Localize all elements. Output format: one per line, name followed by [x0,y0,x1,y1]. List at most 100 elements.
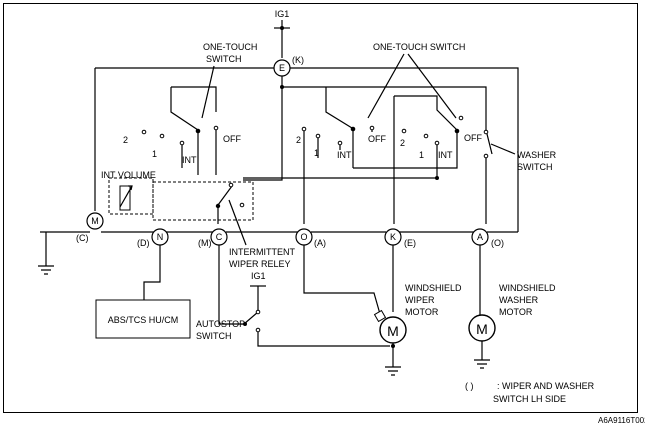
left-contact-int [179,140,185,146]
figure-code: A6A9116T002 [598,416,645,425]
washer-switch-pointer [490,143,516,155]
autostop-contact-bottom [255,327,261,333]
right-onetouch-pointers [367,53,457,119]
left-switch-drops [181,130,217,175]
intermittent-label-2: WIPER RELEY [229,259,291,269]
terminal-e-label: E [279,63,285,73]
pin-c-label: (M) [198,238,212,248]
pin-k-label: (E) [404,238,416,248]
terminal-k-label: K [390,232,396,242]
wiper-motor-label-1: WINDSHIELD [405,283,462,293]
left-pos-2: 2 [123,135,128,145]
int-volume-label: INT VOLUME [101,170,156,180]
washer-contact-bottom [483,153,489,159]
right-b-contact-int [434,140,440,146]
washer-switch-label-2: SWITCH [517,162,553,172]
left-pos-1: 1 [152,149,157,159]
right-switch-a-blade [325,87,353,129]
int-volume-box [108,177,154,215]
wiper-ground-junction [391,344,395,348]
left-switch-pivot [195,128,201,134]
left-contact-1 [159,133,165,139]
legend-text-2: SWITCH LH SIDE [493,394,566,404]
ig1-autostop-label: IG1 [251,271,266,281]
autostop-blade [243,311,259,325]
right-switch-b-pivot [454,128,460,134]
right-a-contact-off [369,125,375,131]
right-switch-a-pivot [350,126,356,132]
right-a-pos-2: 2 [296,135,301,145]
right-b-wires [353,133,458,178]
terminal-a-label: A [477,232,483,242]
right-b-contact-1 [423,133,429,139]
right-b-pos-1: 1 [419,150,424,160]
pin-e-label: (K) [292,55,304,65]
legend-text-1: : WIPER AND WASHER [497,381,595,391]
right-b-pos-2: 2 [400,138,405,148]
right-switch-b-blade [394,95,458,131]
washer-contact-top [483,129,489,135]
right-b-pos-off: OFF [464,133,482,143]
left-onetouch-label-2: SWITCH [206,54,242,64]
abs-box [95,299,191,339]
left-pos-int: INT [182,155,197,165]
left-onetouch-blade [170,87,199,131]
int-volume-resistor [119,185,131,211]
right-b-pos-int: INT [438,150,453,160]
washer-motor-label-3: MOTOR [499,307,533,317]
autostop-contact-top [255,309,261,315]
wiper-motor-brush [373,309,387,323]
intermittent-label-1: INTERMITTENT [229,247,295,257]
terminal-c-label: C [216,232,223,242]
o-to-wiper-motor [303,245,381,315]
pin-o-label: (A) [314,238,326,248]
left-onetouch-feed [171,86,217,112]
autostop-wires [257,286,390,347]
legend-marker: ( ) [465,381,474,391]
ground-left [38,232,54,275]
washer-motor-label-1: WINDSHIELD [499,283,556,293]
relay-contact-pivot [215,203,221,209]
terminal-n-label: N [157,232,164,242]
int-volume-arrow [119,185,133,208]
relay-contact-right [239,202,245,208]
left-onetouch-label-1: ONE-TOUCH [203,42,257,52]
autostop-pivot [243,322,247,326]
left-pos-off: OFF [223,134,241,144]
washer-motor-label-2: WASHER [499,295,539,305]
diagram-border [3,3,638,413]
wiper-motor-label-3: MOTOR [405,307,439,317]
left-contact-2 [141,129,147,135]
washer-motor-ground [474,341,490,369]
left-contact-off [213,125,219,131]
right-a-pos-off: OFF [368,134,386,144]
e-distribution-wire [243,76,487,181]
right-b-contact-2 [401,128,407,134]
wiper-motor-label-2: WIPER [405,295,435,305]
relay-contact-top [228,182,234,188]
wiper-motor-symbol: M [387,323,399,339]
terminal-m [86,212,104,230]
c-to-autostop-wire [218,245,244,325]
washer-switch-label-1: WASHER [517,150,557,160]
autostop-label-1: AUTOSTOP [196,319,245,329]
ig1-top-label: IG1 [275,9,290,19]
left-onetouch-pointer [201,65,215,119]
switch-body-outline [94,67,519,232]
right-a-contact-int [337,140,343,146]
right-a-pos-1: 1 [314,148,319,158]
pin-a-label: (O) [491,238,504,248]
n-to-abs-wire [143,245,161,300]
right-onetouch-label: ONE-TOUCH SWITCH [373,42,465,52]
abs-box-label: ABS/TCS HU/CM [108,315,179,325]
pin-n-label: (D) [137,238,150,248]
pin-m-label: (C) [76,233,89,243]
intermittent-relay-box [152,181,254,221]
washer-motor-symbol: M [476,321,488,337]
right-a-pos-int: INT [337,150,352,160]
right-a-contact-2 [301,126,307,132]
wiper-motor-ground [385,343,401,376]
terminal-m-label: M [91,216,99,226]
relay-contact-blade [217,185,233,206]
